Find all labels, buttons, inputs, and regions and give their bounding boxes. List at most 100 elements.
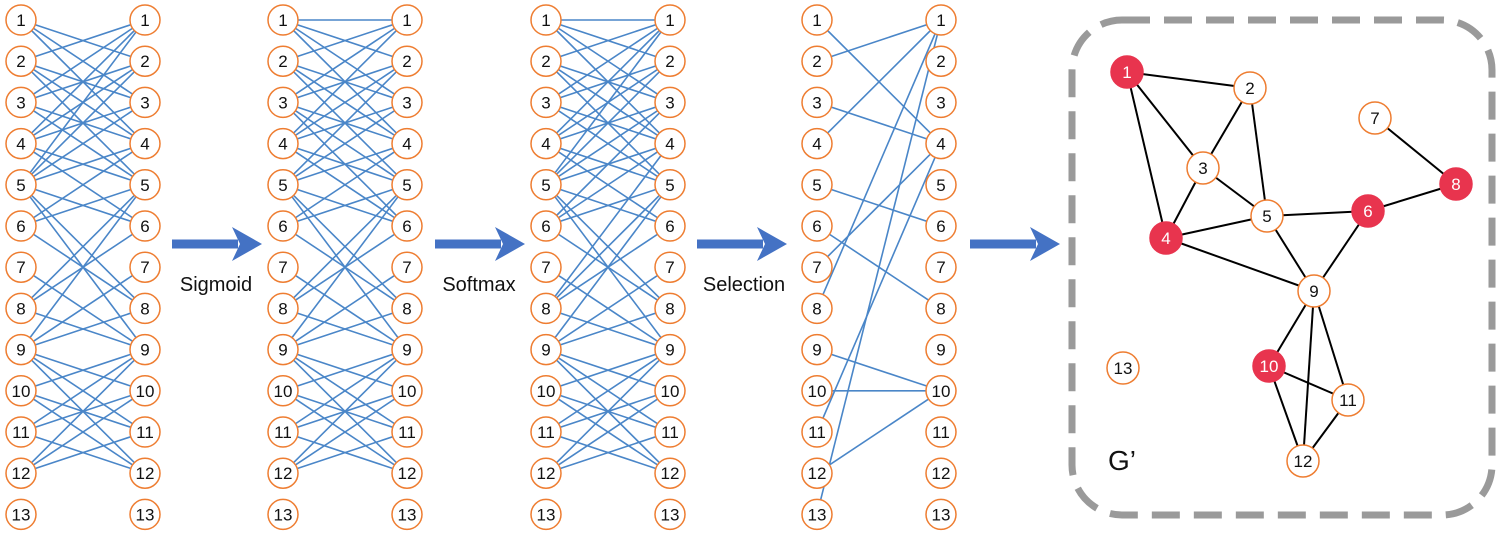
left-node	[530, 127, 562, 160]
node-label: 6	[140, 217, 149, 236]
panel-edge	[816, 19, 942, 145]
node-label: 4	[936, 135, 945, 154]
node-label: 7	[402, 258, 411, 277]
graph-node-label: 9	[1309, 282, 1318, 301]
node-label: 2	[16, 52, 25, 71]
node-label: 11	[136, 423, 154, 442]
arrow-head	[495, 227, 525, 261]
node-label: 11	[808, 423, 826, 442]
left-node	[530, 457, 562, 489]
right-node	[391, 127, 423, 160]
left-node	[5, 251, 37, 283]
left-node	[5, 416, 37, 448]
graph-node	[1106, 351, 1140, 385]
step-arrow-1: Sigmoid	[172, 227, 262, 296]
panel-edge	[282, 142, 408, 227]
left-node	[530, 251, 562, 283]
right-node	[129, 375, 161, 407]
node-label: 4	[665, 135, 674, 154]
node-label: 9	[936, 341, 945, 360]
left-node	[801, 375, 833, 407]
graph-node-label: 11	[1339, 391, 1357, 410]
left-node	[801, 45, 833, 77]
right-node	[129, 251, 161, 283]
node-label: 12	[398, 464, 417, 483]
panel-edge	[282, 101, 408, 186]
right-node	[391, 45, 423, 77]
node-label: 6	[278, 217, 287, 236]
panel-edge	[282, 60, 408, 186]
node-label: 1	[278, 11, 287, 30]
right-node	[654, 210, 686, 242]
node-label: 5	[278, 176, 287, 195]
step-label: Sigmoid	[180, 274, 252, 296]
left-node	[5, 4, 37, 36]
right-node	[654, 4, 686, 36]
panel-edge	[282, 184, 408, 309]
node-label: 10	[808, 382, 827, 401]
panel-edge	[545, 19, 671, 145]
right-node	[925, 457, 957, 489]
node-label: 7	[140, 258, 149, 277]
node-label: 10	[274, 382, 293, 401]
node-label: 8	[665, 299, 674, 318]
left-node	[530, 45, 562, 77]
node-label: 12	[12, 464, 31, 483]
right-node	[129, 292, 161, 325]
panel-edge	[20, 19, 146, 62]
node-label: 6	[402, 217, 411, 236]
node-label: 1	[402, 11, 411, 30]
right-node	[925, 169, 957, 201]
graph-node	[1233, 71, 1267, 105]
node-label: 7	[541, 258, 550, 277]
left-node	[267, 210, 299, 242]
right-node	[925, 333, 957, 366]
right-node	[925, 375, 957, 407]
node-label: 5	[541, 176, 550, 195]
left-node	[530, 498, 562, 531]
step-arrow-3: Selection	[697, 227, 787, 296]
right-node	[391, 416, 423, 448]
right-node	[925, 292, 957, 325]
panel-edge	[20, 184, 146, 351]
right-node	[925, 127, 957, 160]
graph-node	[1331, 383, 1365, 417]
graph-node-highlighted	[1439, 167, 1473, 201]
panel-edge	[20, 348, 146, 433]
graph-node-label: 8	[1451, 175, 1460, 194]
graph-node-label: 12	[1294, 452, 1313, 471]
panel-edge	[20, 307, 146, 351]
right-node	[654, 457, 686, 489]
panel-edge	[816, 143, 942, 433]
panel-edge	[20, 348, 146, 392]
right-node	[654, 292, 686, 325]
right-node	[129, 86, 161, 119]
left-node	[267, 457, 299, 489]
graph-title: G’	[1108, 445, 1136, 476]
right-node	[925, 4, 957, 36]
right-node	[129, 127, 161, 160]
panel-edge	[20, 266, 146, 351]
node-label: 1	[812, 11, 821, 30]
panel-edge	[545, 390, 671, 474]
panel-edge	[816, 19, 942, 309]
graph-edge	[1266, 210, 1369, 217]
node-label: 4	[812, 135, 821, 154]
left-node	[801, 210, 833, 242]
node-label: 2	[936, 52, 945, 71]
node-label: 12	[932, 464, 951, 483]
step-arrow-2: Softmax	[435, 227, 525, 296]
node-label: 5	[402, 176, 411, 195]
graph-node	[1286, 444, 1320, 478]
panel-edge	[20, 19, 146, 104]
right-node	[129, 416, 161, 448]
left-node	[801, 292, 833, 325]
right-node	[654, 251, 686, 283]
node-label: 8	[402, 299, 411, 318]
panel-edge	[545, 349, 671, 474]
arrow-head	[1030, 227, 1060, 261]
